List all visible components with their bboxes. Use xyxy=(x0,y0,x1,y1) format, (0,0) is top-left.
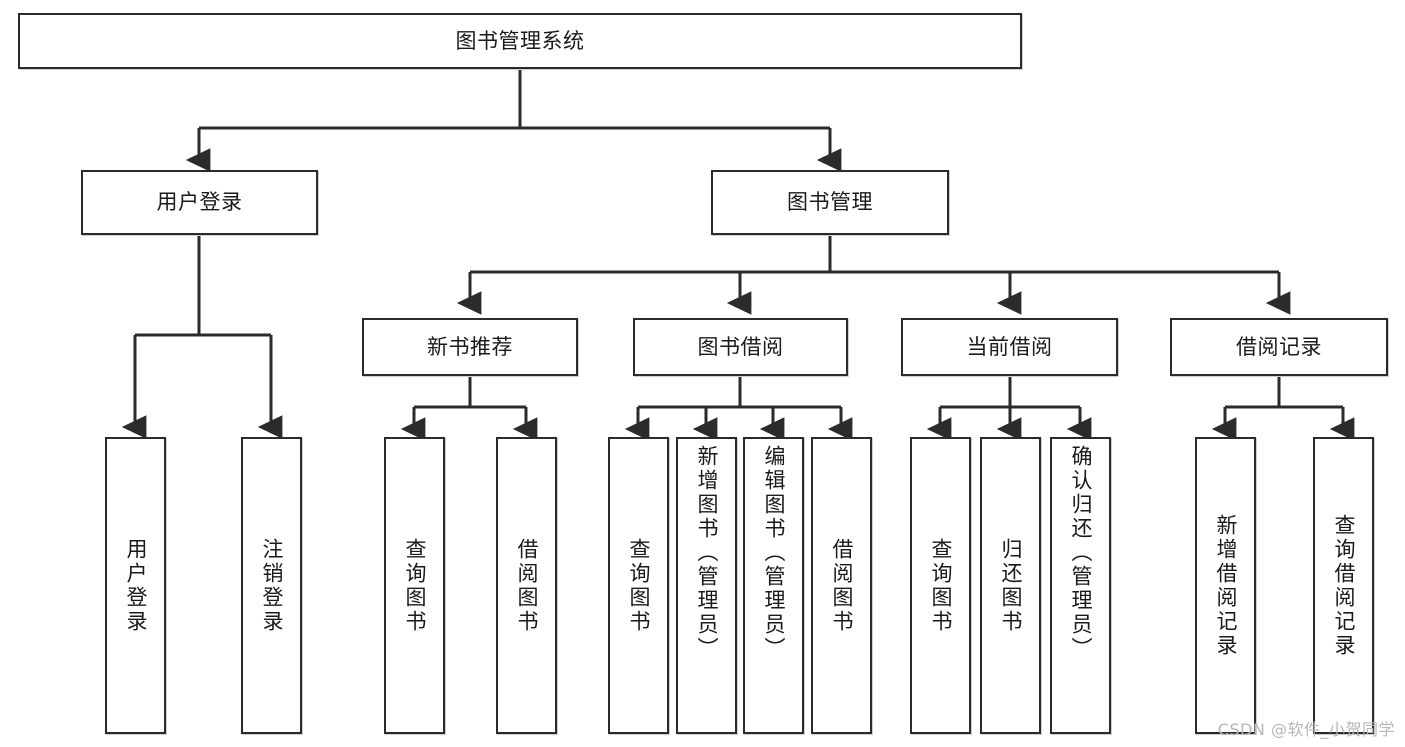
watermark: CSDN @软件_小贺同学 xyxy=(1217,720,1395,739)
node-current-borrow[interactable]: 当前借阅 xyxy=(901,318,1118,376)
node-root[interactable]: 图书管理系统 xyxy=(18,13,1022,69)
leaf-user-login-logout[interactable]: 注销登录 xyxy=(241,437,302,734)
node-book-management-label: 图书管理 xyxy=(787,190,873,215)
leaf-label: 查询图书 xyxy=(627,537,651,634)
leaf-borrow-record-add-record[interactable]: 新增借阅记录 xyxy=(1195,437,1256,734)
node-book-borrow[interactable]: 图书借阅 xyxy=(633,318,848,376)
leaf-book-borrow-query-book[interactable]: 查询图书 xyxy=(608,437,669,734)
leaf-label: 查询借阅记录 xyxy=(1332,513,1356,658)
node-user-login-label: 用户登录 xyxy=(156,190,243,215)
leaf-label: 查询图书 xyxy=(929,537,953,634)
leaf-label: 新增借阅记录 xyxy=(1214,513,1238,658)
leaf-current-borrow-query-book[interactable]: 查询图书 xyxy=(910,437,971,734)
leaf-label: 归还图书 xyxy=(999,537,1023,634)
leaf-label: 新增图书（管理员） xyxy=(695,445,719,661)
leaf-user-login-login[interactable]: 用户登录 xyxy=(105,437,166,734)
leaf-label: 注销登录 xyxy=(260,537,284,634)
leaf-current-borrow-confirm-return-admin[interactable]: 确认归还（管理员） xyxy=(1050,437,1111,734)
leaf-label: 查询图书 xyxy=(403,537,427,634)
node-new-book-recommend[interactable]: 新书推荐 xyxy=(362,318,578,376)
leaf-book-borrow-add-book-admin[interactable]: 新增图书（管理员） xyxy=(676,437,737,734)
leaf-new-book-query-book[interactable]: 查询图书 xyxy=(384,437,445,734)
leaf-label: 编辑图书（管理员） xyxy=(762,445,786,661)
node-borrow-record-label: 借阅记录 xyxy=(1236,334,1322,359)
leaf-current-borrow-return-book[interactable]: 归还图书 xyxy=(980,437,1041,734)
node-user-login[interactable]: 用户登录 xyxy=(81,170,318,235)
node-current-borrow-label: 当前借阅 xyxy=(966,334,1053,359)
leaf-label: 用户登录 xyxy=(124,537,148,634)
leaf-book-borrow-borrow-book[interactable]: 借阅图书 xyxy=(811,437,872,734)
node-book-borrow-label: 图书借阅 xyxy=(697,334,784,359)
leaf-new-book-borrow-book[interactable]: 借阅图书 xyxy=(496,437,557,734)
leaf-book-borrow-edit-book-admin[interactable]: 编辑图书（管理员） xyxy=(743,437,804,734)
node-book-management[interactable]: 图书管理 xyxy=(711,170,949,235)
leaf-borrow-record-query-record[interactable]: 查询借阅记录 xyxy=(1313,437,1374,734)
node-borrow-record[interactable]: 借阅记录 xyxy=(1170,318,1388,376)
leaf-label: 借阅图书 xyxy=(515,537,539,634)
node-new-book-recommend-label: 新书推荐 xyxy=(427,334,513,359)
node-root-label: 图书管理系统 xyxy=(455,28,585,53)
leaf-label: 借阅图书 xyxy=(830,537,854,634)
leaf-label: 确认归还（管理员） xyxy=(1069,445,1093,661)
